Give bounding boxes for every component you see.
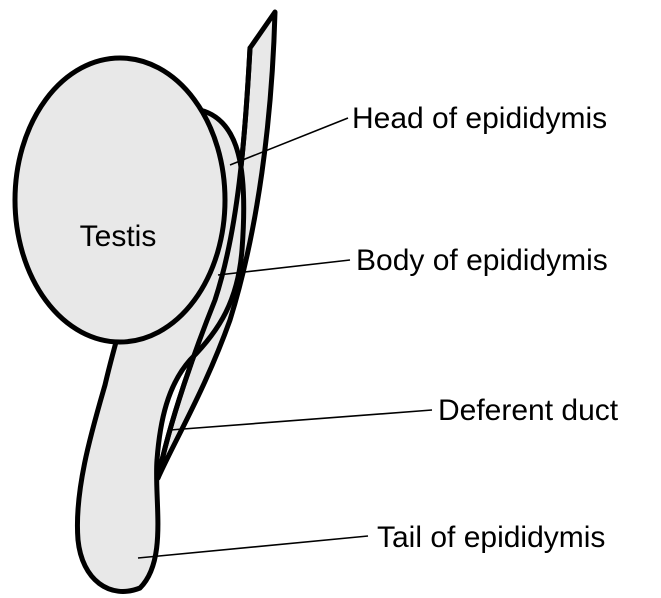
label-head-of-epididymis: Head of epididymis [352,102,607,135]
testis-shape [15,58,225,342]
testis-label: Testis [80,220,157,253]
leader-tail [138,536,368,558]
label-deferent-duct: Deferent duct [438,394,619,427]
label-tail-of-epididymis: Tail of epididymis [377,521,605,554]
leader-deferent-duct [170,410,432,430]
label-body-of-epididymis: Body of epididymis [356,244,608,277]
